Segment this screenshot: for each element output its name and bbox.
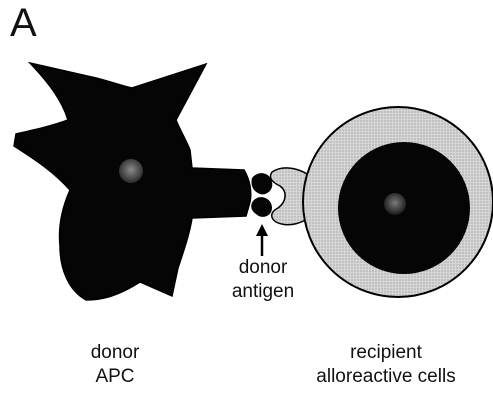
recipient-cells-label: recipient alloreactive cells xyxy=(286,341,486,389)
apc-label-line-2: APC xyxy=(40,365,190,389)
recipient-label-line-2: alloreactive cells xyxy=(286,365,486,389)
donor-antigen-lower xyxy=(251,197,272,217)
apc-nucleus xyxy=(119,159,143,183)
antigen-label-line-2: antigen xyxy=(208,280,318,304)
antigen-label-line-1: donor xyxy=(208,256,318,280)
antigen-arrow xyxy=(256,224,268,256)
donor-antigen-label: donor antigen xyxy=(208,256,318,304)
donor-antigen-upper xyxy=(251,173,272,194)
donor-apc-label: donor APC xyxy=(40,341,190,389)
recipient-nucleolus xyxy=(384,193,406,215)
recipient-label-line-1: recipient xyxy=(286,341,486,365)
apc-label-line-1: donor xyxy=(40,341,190,365)
